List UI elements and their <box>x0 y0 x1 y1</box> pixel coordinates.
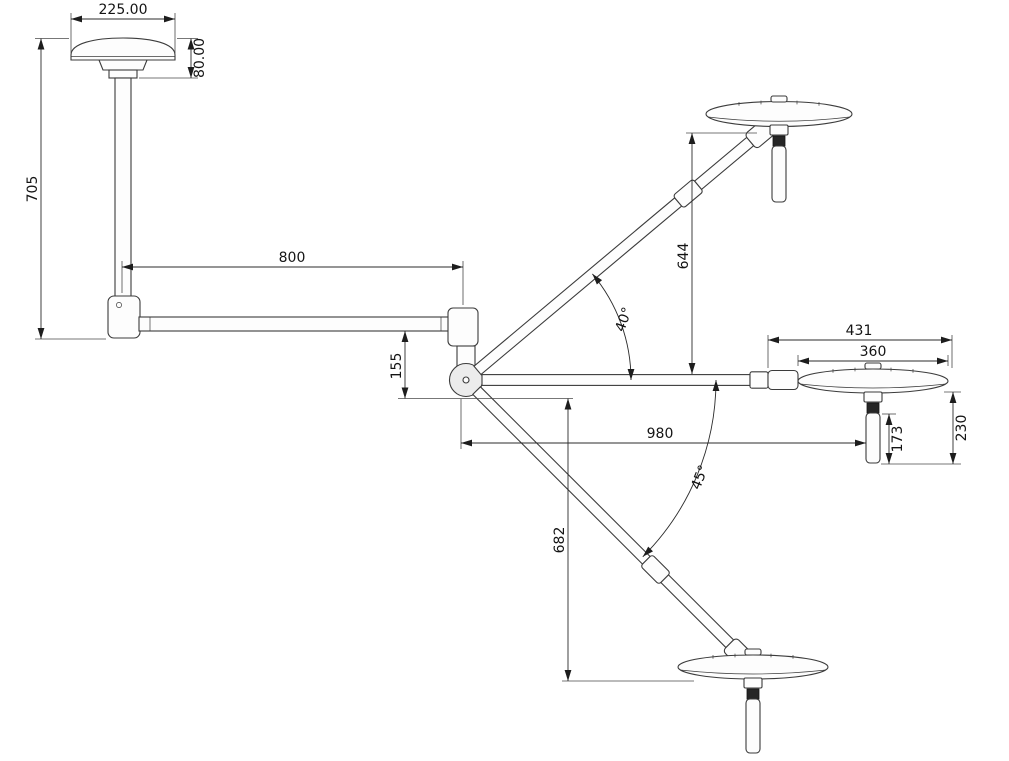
lamp-lens <box>797 368 949 394</box>
dim-canopy-width: 225.00 <box>70 2 176 53</box>
drop-tube-body <box>114 77 132 299</box>
dim-label-hub-drop: 155 <box>389 353 405 380</box>
lamp-top-boss <box>770 95 788 103</box>
dim-handle-length: 173 <box>882 413 906 464</box>
dim-hub-drop: 155 <box>389 331 573 399</box>
lamp-handle <box>745 698 761 754</box>
lower-spring-arm <box>472 386 754 669</box>
dim-label-handle-length: 173 <box>890 426 906 453</box>
dim-label-head-with-handle-height: 230 <box>954 415 970 442</box>
angle-arc <box>592 273 635 381</box>
lamp-handle <box>771 145 787 203</box>
lamp-rim-seam <box>799 383 947 389</box>
lamp-top-boss <box>744 648 762 656</box>
right-arm-tube <box>481 374 751 386</box>
lower-arm-end-tube <box>660 574 735 649</box>
dim-canopy-height: 80.00 <box>139 38 208 79</box>
dim-label-lower-arm-angle: 45° <box>688 463 712 492</box>
lamp-tick-marks <box>712 653 794 659</box>
dim-label-canopy-height: 80.00 <box>192 38 208 78</box>
dim-head-overall-width: 431 <box>767 323 953 368</box>
dim-label-head-overall-width: 431 <box>846 323 873 339</box>
lamp-tick-marks <box>738 100 820 106</box>
dim-lower-arm-angle: 45° <box>642 379 720 558</box>
dim-label-head-width: 360 <box>860 344 887 360</box>
elbow-screw <box>116 302 122 308</box>
lamp-lens <box>677 654 829 680</box>
ceiling-canopy <box>70 37 176 79</box>
lamp-rim-seam <box>707 116 851 122</box>
lamp-lens <box>705 100 853 128</box>
main-arm-tube <box>138 316 453 332</box>
drop-tube <box>114 77 132 299</box>
lamp-yoke <box>769 124 789 136</box>
upper-spring-arm <box>473 119 776 376</box>
canopy-dome <box>70 37 176 61</box>
elbow-block <box>107 295 141 339</box>
angle-arc <box>642 379 720 558</box>
light-head-bottom <box>677 648 829 754</box>
lamp-tick-marks <box>832 367 914 373</box>
dim-label-canopy-width: 225.00 <box>99 2 148 18</box>
dim-main-arm-length: 800 <box>121 250 464 305</box>
right-spring-arm <box>481 369 799 391</box>
upper-arm-tube <box>473 197 683 376</box>
dim-lower-head-drop: 682 <box>552 398 694 682</box>
central-hub <box>448 362 484 398</box>
dim-label-horizontal-reach: 980 <box>647 426 674 442</box>
lamp-handle <box>865 412 881 464</box>
dim-head-width: 360 <box>797 344 949 366</box>
canopy-collar <box>98 59 148 71</box>
hub-pin <box>462 376 470 384</box>
main-horizontal-arm <box>138 307 479 367</box>
dim-upper-arm-angle: 40° <box>592 273 636 381</box>
lamp-rim-seam <box>679 669 827 675</box>
lamp-yoke <box>863 391 883 403</box>
dim-label-lower-head-drop: 682 <box>552 527 568 554</box>
dim-label-upper-arm-angle: 40° <box>612 305 636 334</box>
lamp-collar <box>746 688 760 700</box>
arm-coupling-block <box>447 307 479 347</box>
dim-label-upper-head-rise: 644 <box>676 243 692 270</box>
elbow-joint <box>107 295 141 339</box>
light-head-right <box>797 362 949 464</box>
light-head-top <box>705 95 853 203</box>
dim-suspension-height: 705 <box>25 38 106 340</box>
lamp-yoke <box>743 677 763 689</box>
dim-upper-head-rise: 644 <box>676 132 757 374</box>
lamp-collar <box>772 135 786 147</box>
right-arm-fork <box>767 369 799 391</box>
dim-head-with-handle-height: 230 <box>881 391 970 465</box>
canopy-neck <box>108 69 138 79</box>
dim-label-suspension-height: 705 <box>25 176 41 203</box>
lamp-top-boss <box>864 362 882 370</box>
right-arm-joint <box>749 371 769 389</box>
upper-arm-end-tube <box>693 136 755 191</box>
dim-label-main-arm-length: 800 <box>279 250 306 266</box>
lamp-collar <box>866 402 880 414</box>
